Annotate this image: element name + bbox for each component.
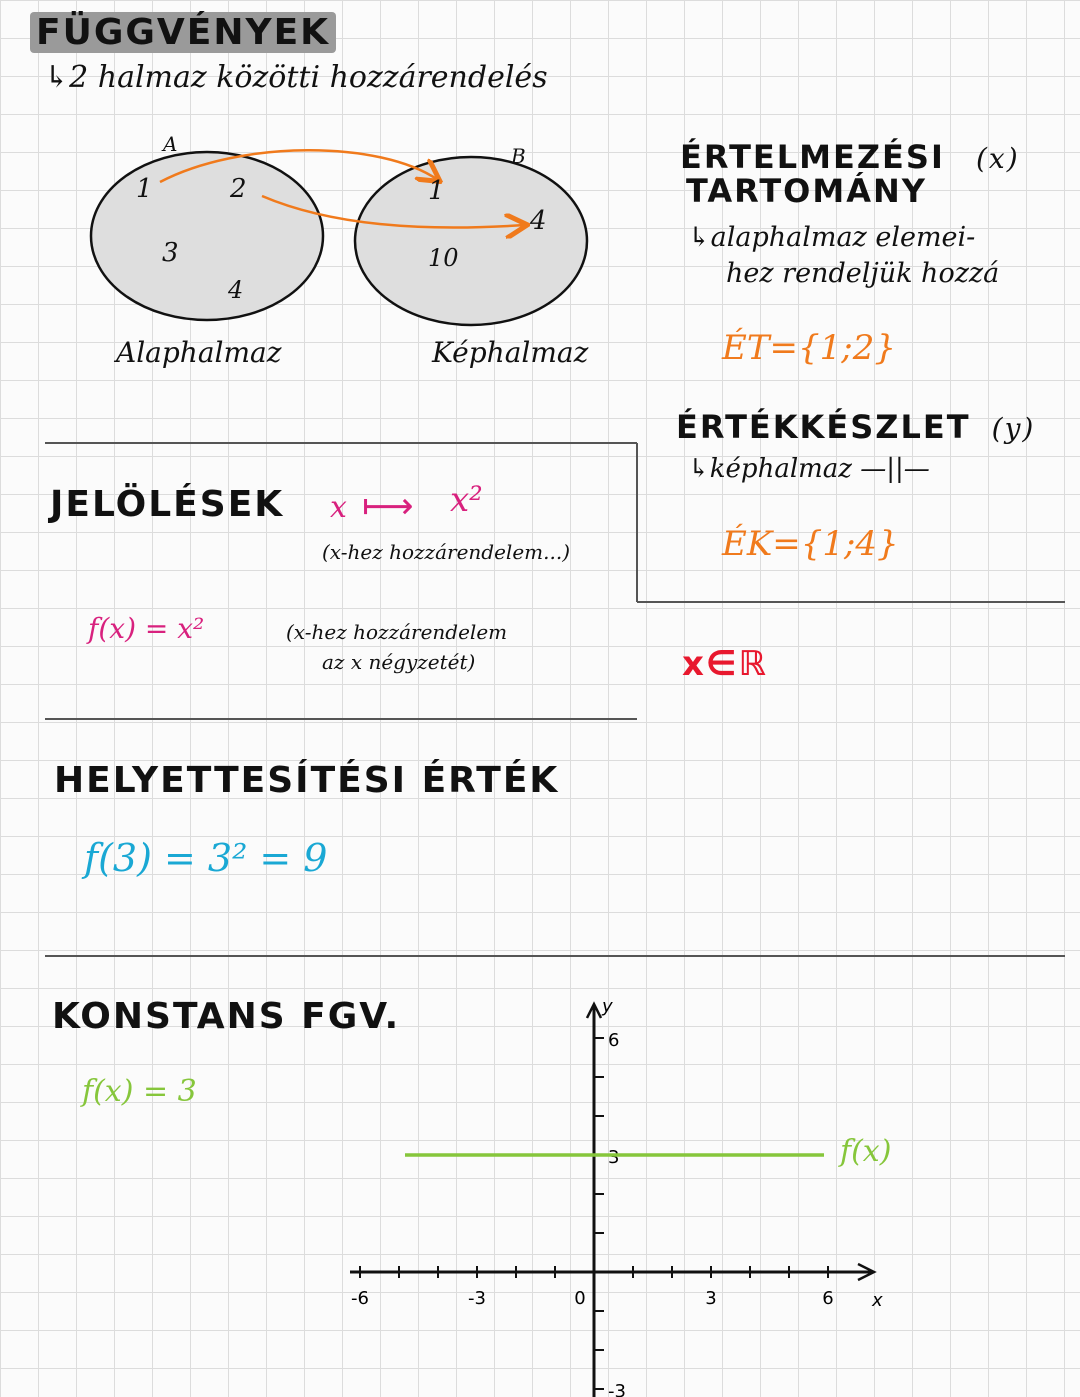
- set-b-element: 10: [428, 244, 459, 272]
- page-title: FÜGGVÉNYEK: [30, 12, 337, 53]
- set-a-name: Alaphalmaz: [116, 336, 282, 369]
- set-a-element: 2: [230, 174, 247, 204]
- set-b-name: Képhalmaz: [432, 336, 589, 369]
- x-tick-label: -6: [351, 1288, 369, 1309]
- page-subtitle: ↳2 halmaz közötti hozzárendelés: [44, 60, 548, 95]
- set-a-element: 3: [162, 238, 179, 268]
- set-b-ellipse: [353, 155, 589, 327]
- domain-formula: ÉT={1;2}: [722, 328, 896, 368]
- y-axis-arrow: [585, 1001, 603, 1019]
- substitution-example: f(3) = 3² = 9: [84, 836, 328, 880]
- y-tick-label: -3: [608, 1381, 626, 1397]
- y-tick-label: 3: [608, 1147, 619, 1168]
- arrow-1-to-1: [159, 149, 438, 182]
- set-a-element: 1: [136, 174, 153, 204]
- domain-desc-line1: ↳alaphalmaz elemei-: [688, 222, 976, 253]
- domain-title-line2: TARTOMÁNY: [686, 172, 927, 210]
- substitution-title: HELYETTESÍTÉSI ÉRTÉK: [54, 760, 560, 801]
- x-tick-label: -3: [468, 1288, 486, 1309]
- range-desc: ↳képhalmaz —||—: [688, 454, 930, 484]
- arrow-2-to-4: [261, 194, 525, 228]
- func-note-line1: (x-hez hozzárendelem: [286, 620, 508, 644]
- range-title: ÉRTÉKKÉSZLET (y): [676, 408, 1036, 446]
- set-b-element: 1: [428, 176, 445, 206]
- x-tick-label: 3: [705, 1288, 716, 1309]
- set-b-element: 4: [530, 206, 547, 236]
- mapping-result: x²: [450, 480, 483, 520]
- func-square: f(x) = x²: [88, 612, 205, 645]
- domain-desc-line2: hez rendeljük hozzá: [726, 258, 1000, 289]
- set-b-label: B: [511, 144, 526, 168]
- set-a-label: A: [163, 132, 178, 156]
- range-formula: ÉK={1;4}: [722, 524, 899, 564]
- constant-func: f(x) = 3: [82, 1074, 197, 1109]
- func-note-line2: az x négyzetét): [322, 650, 476, 674]
- x-axis-label: x: [871, 1290, 883, 1311]
- mapping-x: x: [330, 490, 347, 525]
- mapping-arrow-icon: ⟼: [362, 486, 414, 527]
- constant-title: KONSTANS FGV.: [52, 996, 401, 1037]
- notation-title: JELÖLÉSEK: [50, 484, 285, 525]
- x-tick-label: 6: [822, 1288, 833, 1309]
- set-a-ellipse: [89, 150, 325, 322]
- x-tick-label: 0: [574, 1288, 585, 1309]
- y-tick-label: 6: [608, 1030, 619, 1051]
- mapping-note: (x-hez hozzárendelem...): [322, 540, 571, 564]
- y-axis-label: y: [601, 996, 613, 1017]
- real-domain: x∈ℝ: [682, 644, 768, 684]
- graph-label: f(x): [838, 1134, 891, 1169]
- set-a-element: 4: [228, 276, 244, 304]
- x-axis-arrow: [857, 1262, 877, 1282]
- domain-title: ÉRTELMEZÉSI (x): [680, 138, 1020, 176]
